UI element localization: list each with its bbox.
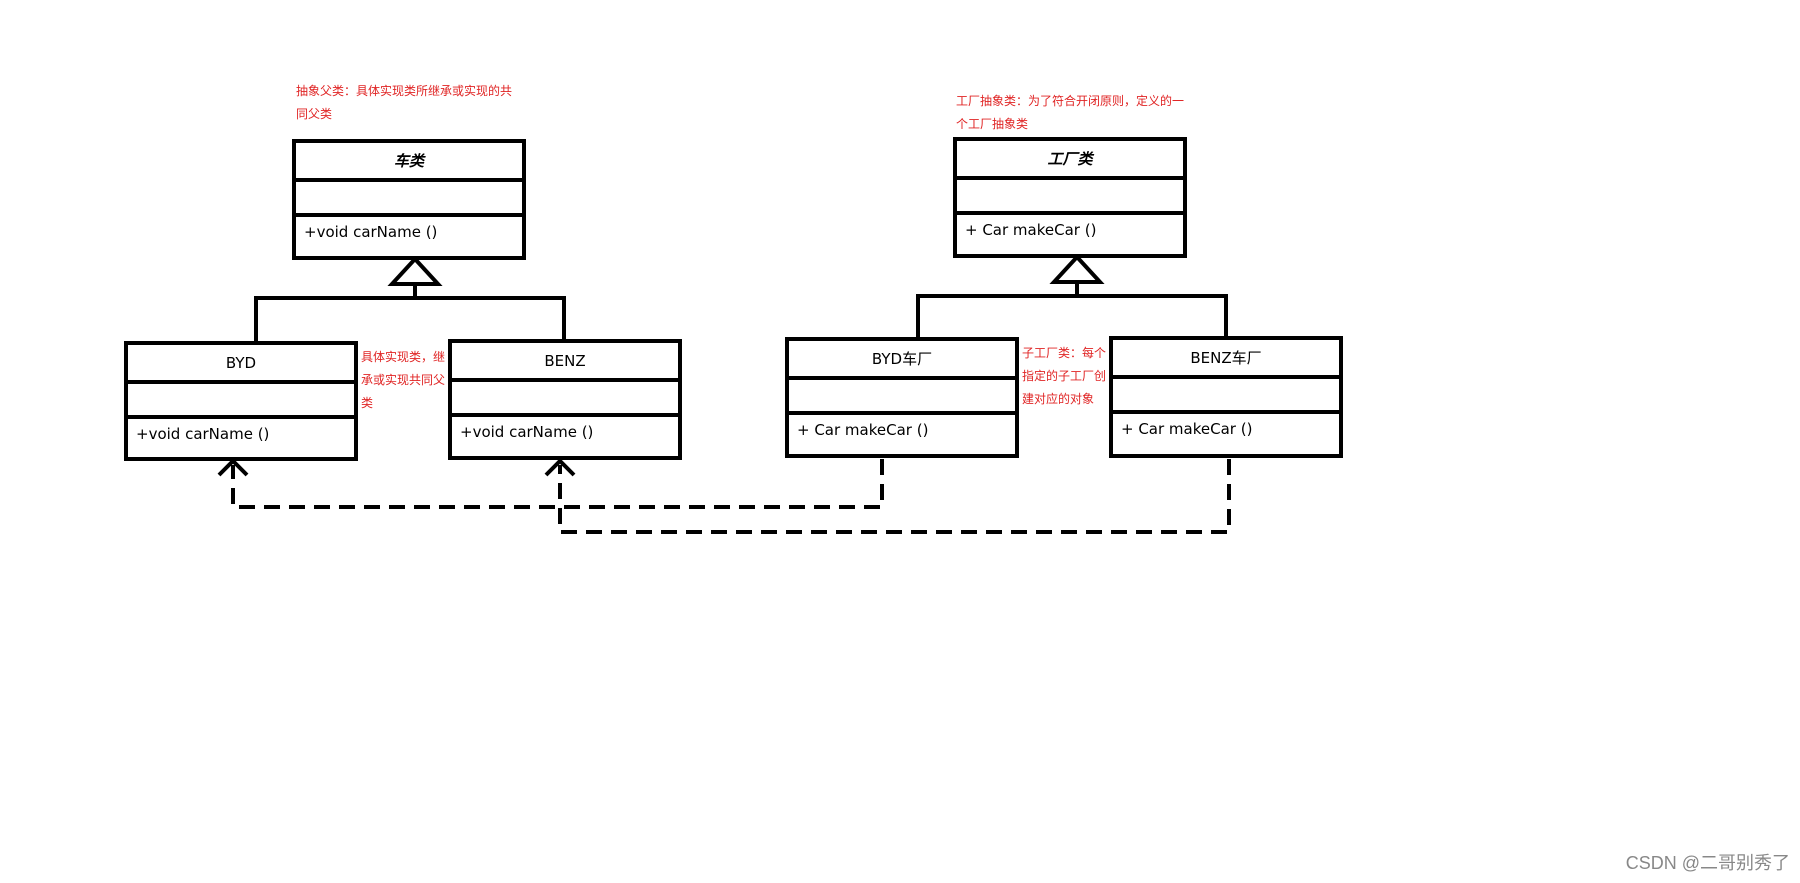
benz-factory-class-name: BENZ车厂 bbox=[1190, 349, 1262, 367]
benz-class[interactable]: BENZ +void carName () bbox=[448, 339, 682, 460]
car-class-attributes bbox=[296, 178, 522, 213]
sub-factory-note: 子工厂类：每个指定的子工厂创建对应的对象 bbox=[1022, 346, 1107, 406]
car-inheritance-triangle bbox=[387, 256, 443, 286]
byd-class-attributes bbox=[128, 380, 354, 415]
byd-factory-class[interactable]: BYD车厂 + Car makeCar () bbox=[785, 337, 1019, 458]
benz-factory-class[interactable]: BENZ车厂 + Car makeCar () bbox=[1109, 336, 1343, 458]
car-class-operation: +void carName () bbox=[296, 213, 522, 247]
byd-class[interactable]: BYD +void carName () bbox=[124, 341, 358, 461]
byd-dependency bbox=[217, 458, 884, 509]
car-class-name: 车类 bbox=[393, 152, 424, 170]
benz-dependency-arrowhead bbox=[544, 458, 576, 477]
factory-class-operation: + Car makeCar () bbox=[957, 211, 1183, 245]
car-generalization bbox=[254, 256, 566, 342]
factory-class[interactable]: 工厂类 + Car makeCar () bbox=[953, 137, 1187, 258]
abstract-parent-note: 抽象父类：具体实现类所继承或实现的共同父类 bbox=[296, 84, 513, 121]
benz-factory-class-operation: + Car makeCar () bbox=[1113, 410, 1339, 444]
benz-dependency bbox=[544, 458, 1231, 534]
benz-class-name: BENZ bbox=[544, 351, 586, 370]
benz-dependency-line bbox=[558, 459, 1231, 534]
car-class[interactable]: 车类 +void carName () bbox=[292, 139, 526, 260]
benz-class-attributes bbox=[452, 378, 678, 413]
byd-factory-class-operation: + Car makeCar () bbox=[789, 411, 1015, 445]
factory-abstract-note: 工厂抽象类：为了符合开闭原则，定义的一个工厂抽象类 bbox=[956, 94, 1185, 131]
factory-class-attributes bbox=[957, 176, 1183, 211]
benz-class-operation: +void carName () bbox=[452, 413, 678, 447]
factory-inheritance-triangle bbox=[1049, 254, 1105, 284]
watermark: CSDN @二哥别秀了 bbox=[1625, 853, 1790, 873]
factory-generalization bbox=[916, 254, 1228, 340]
byd-dependency-arrowhead bbox=[217, 458, 249, 477]
byd-class-name: BYD bbox=[225, 353, 257, 372]
concrete-classes-note: 具体实现类，继承或实现共同父类 bbox=[361, 350, 446, 410]
byd-factory-class-attributes bbox=[789, 376, 1015, 411]
byd-class-operation: +void carName () bbox=[128, 415, 354, 449]
benz-factory-class-attributes bbox=[1113, 375, 1339, 410]
byd-factory-class-name: BYD车厂 bbox=[871, 350, 933, 368]
factory-class-name: 工厂类 bbox=[1047, 150, 1093, 168]
